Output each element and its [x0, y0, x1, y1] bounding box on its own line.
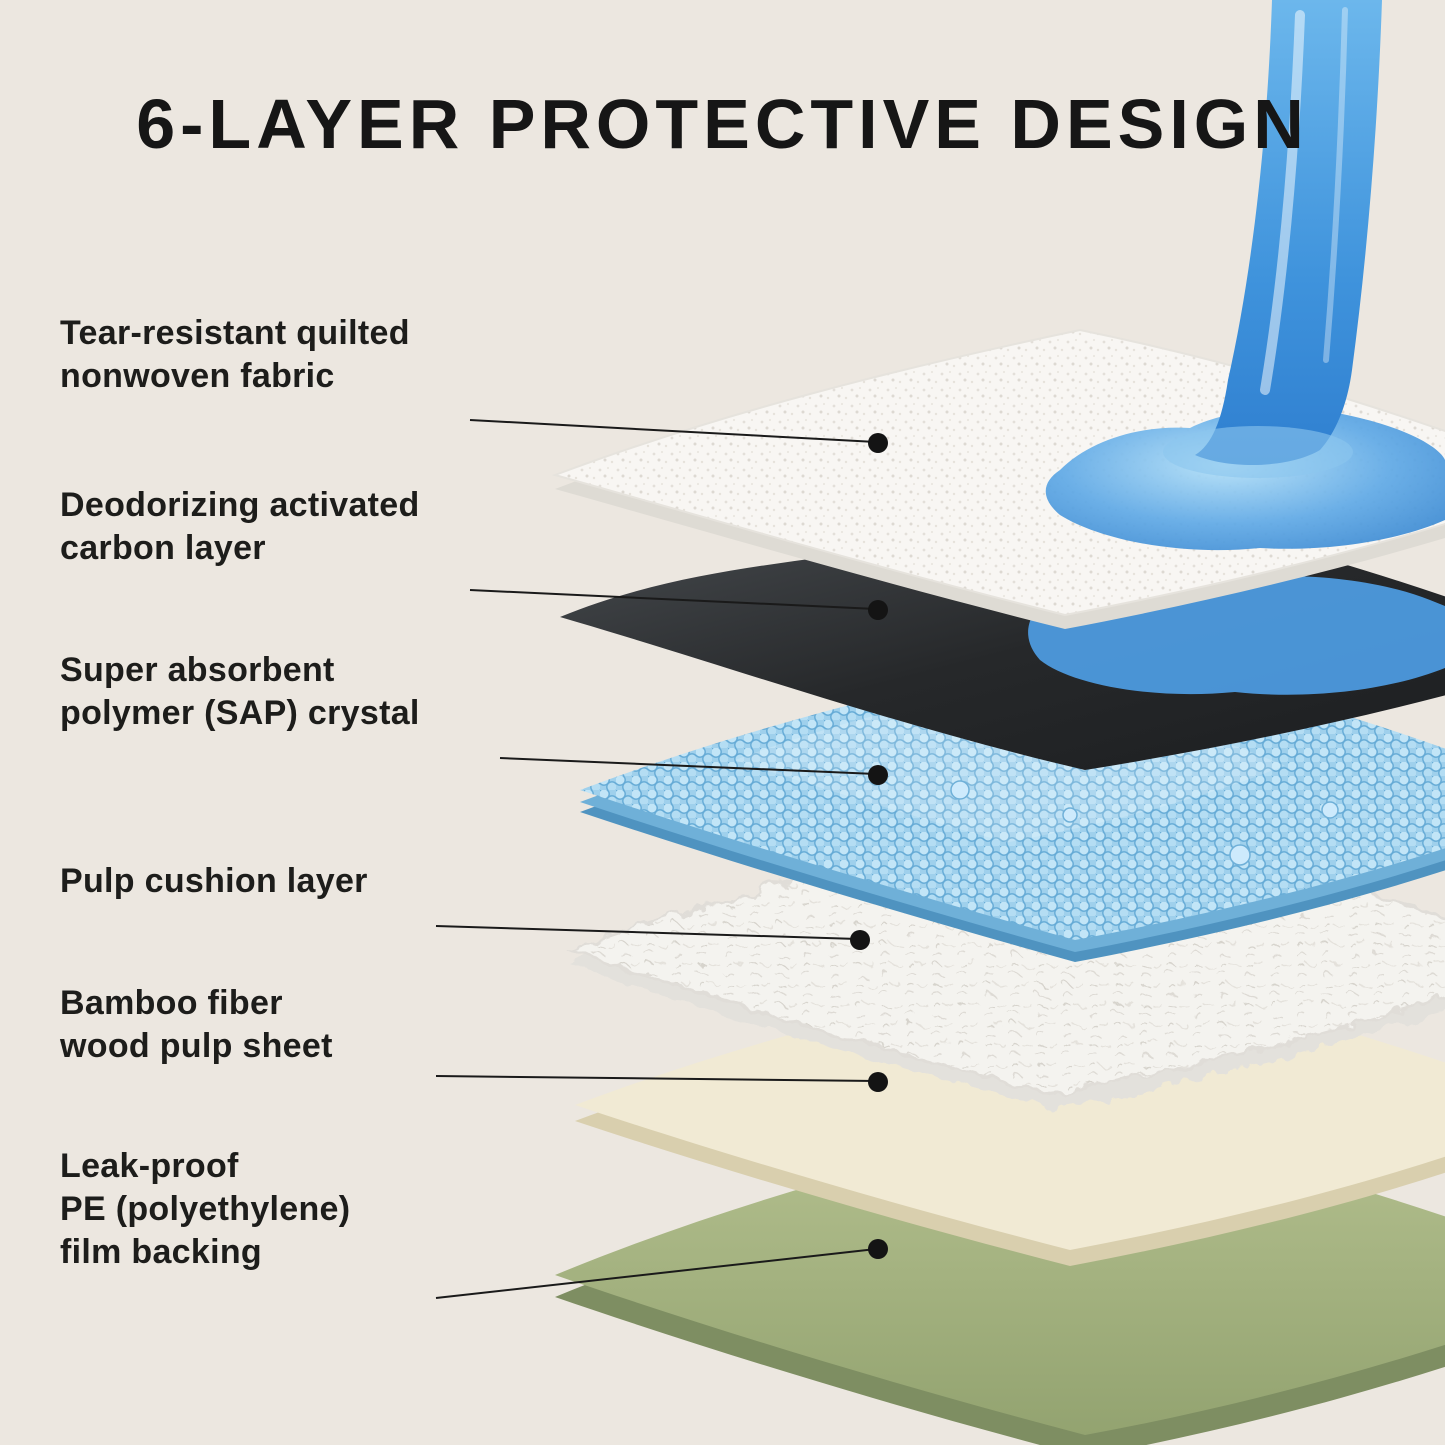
label-pulp-cushion: Pulp cushion layer: [60, 862, 368, 900]
leader-line-bamboo: [435, 1072, 888, 1092]
water-droplets: [950, 780, 1339, 866]
leader-line-sap: [499, 757, 888, 785]
leader-lines: [435, 419, 888, 1299]
label-bamboo-fiber: Bamboo fiber wood pulp sheet: [60, 984, 333, 1066]
label-tear-resistant-fabric: Tear-resistant quilted nonwoven fabric: [60, 314, 410, 396]
leader-line-pulp: [435, 925, 870, 950]
leader-line-pe-film: [435, 1239, 888, 1299]
sap-layer-illustration: [580, 650, 1445, 962]
leader-line-carbon: [469, 589, 888, 620]
label-activated-carbon: Deodorizing activated carbon layer: [60, 486, 420, 568]
label-sap-crystal: Super absorbent polymer (SAP) crystal: [60, 651, 420, 733]
water-stream: [1163, 0, 1382, 478]
leader-line-fabric: [469, 419, 888, 453]
label-leak-proof-backing: Leak-proof PE (polyethylene) film backin…: [60, 1147, 351, 1272]
page-title: 6-LAYER PROTECTIVE DESIGN: [136, 85, 1309, 163]
